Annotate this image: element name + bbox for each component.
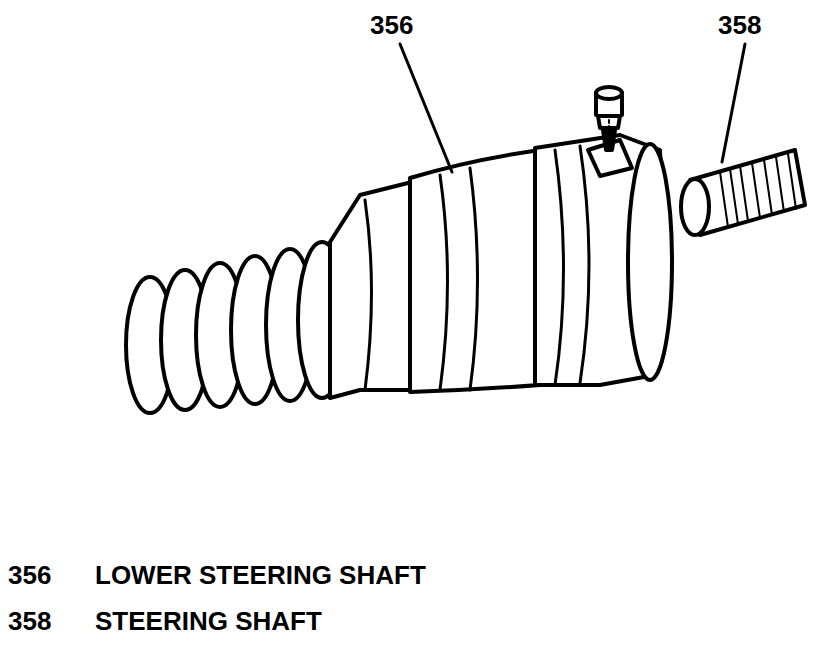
key-number: 356 (8, 560, 51, 590)
callout-number: 358 (718, 10, 761, 40)
key-number: 358 (8, 606, 51, 636)
callout-number: 356 (370, 10, 413, 40)
part-name: LOWER STEERING SHAFT (95, 560, 426, 590)
part-name: STEERING SHAFT (95, 606, 322, 636)
